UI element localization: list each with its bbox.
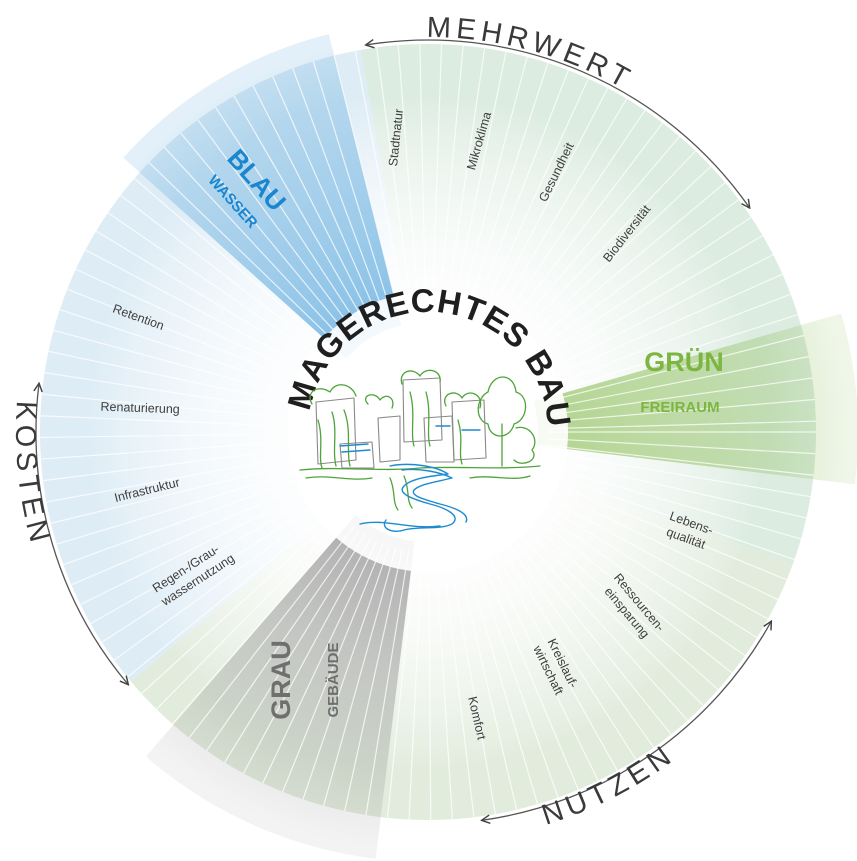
radial-spoke: [206, 530, 361, 751]
radial-spoke: [120, 194, 334, 360]
radial-spoke: [272, 76, 381, 323]
radial-spoke: [547, 398, 815, 423]
blau-sector: [123, 34, 402, 359]
radial-spoke: [538, 477, 787, 581]
radial-spoke: [428, 551, 432, 820]
radial-spoke: [365, 550, 410, 816]
radial-spoke: [126, 507, 336, 678]
radial-spoke: [534, 254, 774, 378]
radial-spoke: [233, 95, 369, 329]
radial-spoke: [547, 444, 814, 476]
radial-spoke: [546, 377, 813, 416]
radial-spoke: [85, 249, 323, 377]
radial-spoke: [543, 464, 802, 540]
radial-spoke: [197, 119, 358, 336]
kosten-item-renaturierung: Renaturierung: [100, 400, 180, 417]
radial-spoke: [544, 334, 804, 403]
grau-subtitle: GEBÄUDE: [325, 642, 342, 717]
radial-spoke: [113, 502, 332, 661]
radial-spoke: [344, 549, 403, 812]
radial-spoke: [302, 545, 390, 800]
city-river-sketch-icon: [299, 369, 541, 532]
radial-spoke: [523, 199, 740, 361]
radial-spoke: [67, 288, 317, 389]
radial-spoke: [542, 314, 799, 397]
radial-spoke: [531, 235, 763, 372]
radial-spoke: [527, 216, 752, 367]
radial-spoke: [141, 512, 340, 695]
radial-spoke: [48, 350, 311, 408]
grau-title: GRAU: [266, 640, 296, 720]
radial-spoke: [262, 540, 378, 784]
grau-sector: [145, 515, 415, 859]
radial-spoke: [312, 61, 394, 318]
radial-spoke: [282, 543, 384, 792]
radial-spoke: [292, 68, 387, 320]
radial-spoke: [519, 182, 726, 356]
radial-spoke: [242, 537, 372, 774]
radial-spoke: [252, 85, 375, 326]
radial-spoke: [547, 420, 816, 430]
radial-spoke: [544, 458, 807, 519]
radial-spoke: [148, 162, 343, 350]
radial-spoke: [539, 293, 791, 390]
radial-spoke: [545, 356, 809, 410]
radial-spoke: [95, 230, 326, 371]
radial-spoke: [133, 178, 338, 355]
radial-spoke: [180, 132, 352, 340]
radial-spoke: [386, 551, 417, 818]
radial-spoke: [163, 146, 347, 345]
radial-spoke: [107, 212, 330, 365]
gruen-sector: [533, 313, 857, 485]
radial-spoke: [408, 551, 423, 820]
radial-spoke: [90, 490, 324, 625]
radial-spoke: [434, 551, 453, 820]
radial-spoke: [53, 329, 313, 402]
cycle-arrow-icon: [36, 40, 771, 820]
radial-spoke: [75, 268, 320, 383]
radial-spoke: [215, 107, 363, 332]
radial-spoke: [188, 526, 355, 739]
radial-spoke: [323, 547, 397, 806]
radial-spoke: [59, 308, 315, 395]
radial-spoke: [44, 372, 310, 415]
radial-spoke: [535, 483, 779, 601]
radial-spoke: [171, 521, 350, 725]
gruen-title: GRÜN: [644, 347, 724, 377]
radial-spoke: [532, 489, 769, 620]
radial-spoke: [529, 495, 758, 639]
gruen-subtitle: FREIRAUM: [640, 399, 719, 416]
radial-spoke: [537, 273, 783, 384]
radial-spoke: [156, 517, 345, 710]
radial-spoke: [546, 451, 811, 498]
radial-spoke: [547, 438, 816, 455]
radial-spoke: [224, 533, 366, 763]
radial-spoke: [101, 496, 328, 643]
mehrwert-item-stadtnatur: Stadtnatur: [386, 108, 406, 167]
radial-spoke: [541, 470, 795, 561]
radial-spoke: [441, 551, 475, 818]
